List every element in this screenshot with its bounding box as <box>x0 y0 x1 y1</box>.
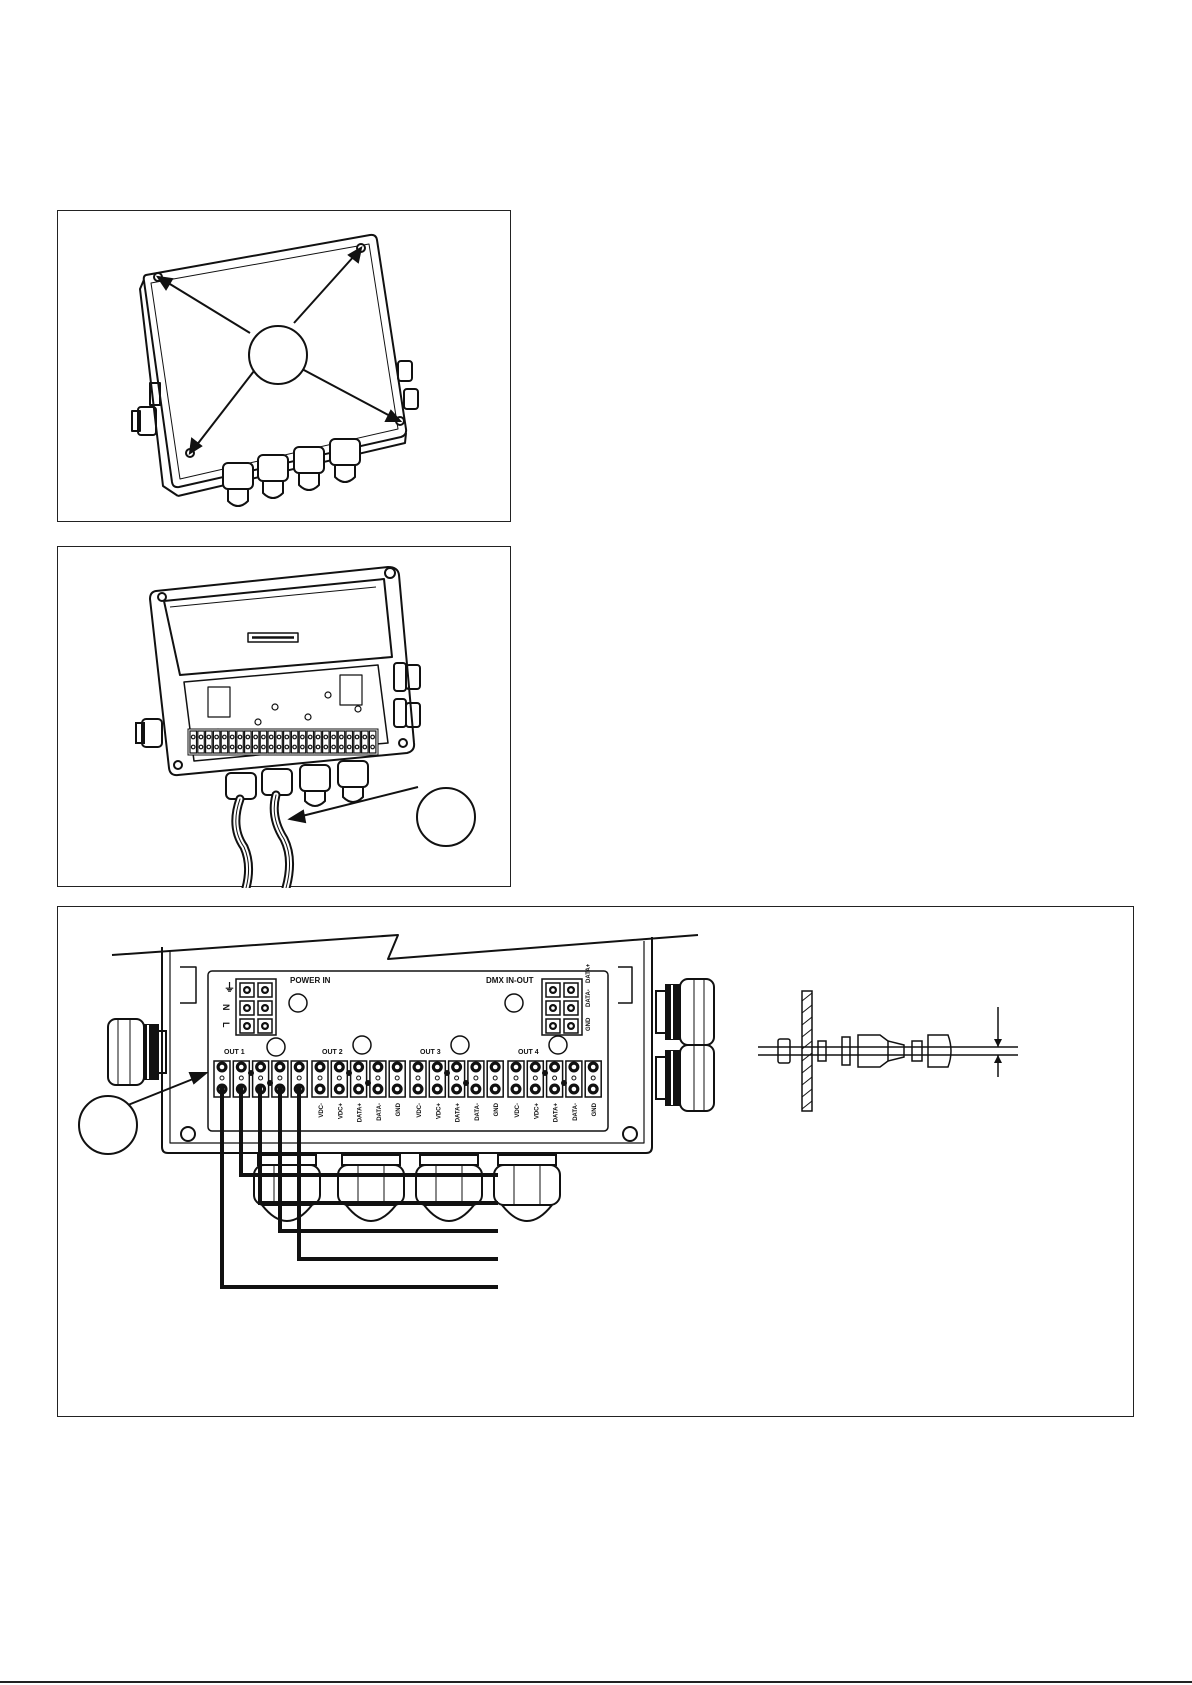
terminal-label: VDC+ <box>338 1103 344 1120</box>
power-terminal-earth-label: ⏚ <box>224 981 235 994</box>
power-terminal-n-label: N <box>221 1004 231 1011</box>
out-3-label: OUT 3 <box>420 1049 441 1056</box>
dmx-terminal-data-minus: DATA- <box>586 989 592 1007</box>
terminal-label: VDC- <box>515 1103 521 1118</box>
power-in-label: POWER IN <box>290 976 331 985</box>
terminal-label: VDC+ <box>436 1103 442 1120</box>
figure-1-closed-enclosure <box>57 210 511 522</box>
terminal-label: GND <box>396 1102 402 1116</box>
terminal-label: VDC- <box>319 1103 325 1118</box>
terminal-label: DATA- <box>377 1103 383 1121</box>
page-footer-rule <box>0 1681 1192 1683</box>
dmx-in-out-label: DMX IN-OUT <box>486 976 534 985</box>
figure-2-open-enclosure <box>57 546 511 887</box>
wiring-diagram: ⏚ N L POWER IN DMX IN-OUT DATA+ DATA- GN… <box>58 907 1135 1418</box>
figure-3-wiring-detail: ⏚ N L POWER IN DMX IN-OUT DATA+ DATA- GN… <box>57 906 1134 1417</box>
terminal-strip <box>188 729 378 755</box>
terminal-label: VDC- <box>417 1103 423 1118</box>
terminal-label: DATA+ <box>358 1103 364 1123</box>
dmx-terminal-data-plus: DATA+ <box>586 963 592 983</box>
terminal-label: DATA+ <box>554 1103 560 1123</box>
open-enclosure-drawing <box>58 547 512 888</box>
terminal-label: DATA- <box>573 1103 579 1121</box>
callout-circle-screws <box>249 326 307 384</box>
callout-circle-cables <box>417 788 475 846</box>
terminal-label: DATA+ <box>456 1103 462 1123</box>
enclosure-lid-drawing <box>58 211 512 523</box>
callout-circle-terminals <box>79 1096 137 1154</box>
terminal-label: GND <box>494 1102 500 1116</box>
out-4-label: OUT 4 <box>518 1049 539 1056</box>
power-terminal-l-label: L <box>221 1022 231 1028</box>
terminal-label: VDC+ <box>534 1103 540 1120</box>
terminal-label: DATA- <box>475 1103 481 1121</box>
out-1-label: OUT 1 <box>224 1049 245 1056</box>
dmx-terminal-gnd: GND <box>586 1017 592 1031</box>
gland-section-detail <box>758 991 1018 1111</box>
terminal-label: GND <box>592 1102 598 1116</box>
out-2-label: OUT 2 <box>322 1049 343 1056</box>
